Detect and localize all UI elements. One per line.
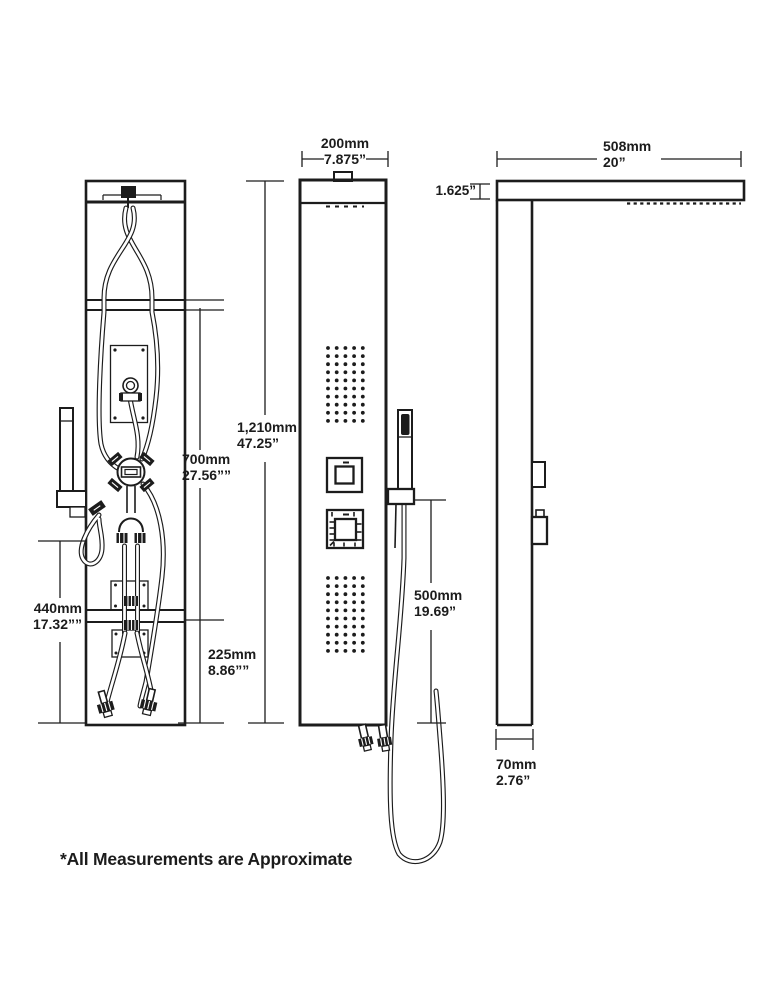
dim-lower-section-in: 8.86”” bbox=[208, 661, 250, 678]
dim-hose-drop-mm: 500mm bbox=[414, 587, 463, 603]
dim-panel-height-in: 47.25” bbox=[237, 434, 280, 451]
dim-hand-shower-height-mm: 440mm bbox=[33, 600, 82, 616]
dim-hose-drop: 500mm 19.69” bbox=[414, 587, 463, 619]
dim-head-thickness-in: 1.625” bbox=[435, 183, 476, 198]
side-knob-profile bbox=[531, 461, 546, 488]
dim-panel-height-mm: 1,210mm bbox=[237, 419, 297, 435]
front-supply-fitting-left bbox=[357, 723, 374, 752]
check-valve bbox=[119, 377, 142, 402]
back-view bbox=[56, 179, 224, 727]
hand-shower-profile bbox=[56, 407, 106, 518]
mounting-plate-upper bbox=[109, 344, 149, 424]
outlet-manifold bbox=[107, 486, 152, 702]
dim-upper-section-in: 27.56”” bbox=[182, 466, 232, 483]
diverter-valve bbox=[107, 451, 155, 493]
dim-front-width: 200mm 7.875” bbox=[300, 135, 390, 167]
mounting-plate-middle bbox=[110, 580, 149, 611]
hand-shower[interactable] bbox=[386, 409, 443, 862]
side-view bbox=[495, 179, 746, 727]
dim-panel-depth-mm: 70mm bbox=[496, 756, 537, 772]
dim-hand-shower-height-in: 17.32”” bbox=[32, 615, 82, 632]
temperature-knob[interactable] bbox=[325, 508, 365, 550]
dim-panel-depth-in: 2.76” bbox=[496, 771, 531, 788]
dim-head-width: 508mm 20” bbox=[603, 138, 652, 170]
top-inlet-connector bbox=[121, 186, 136, 198]
front-view bbox=[298, 171, 443, 862]
hand-shower-bracket bbox=[386, 487, 416, 506]
dim-lower-section: 225mm 8.86”” bbox=[208, 646, 257, 678]
supply-fitting-left bbox=[96, 689, 115, 719]
front-supply-fitting-right bbox=[377, 723, 393, 752]
diverter-knob[interactable] bbox=[325, 456, 364, 494]
dim-head-thickness: 1.625” bbox=[414, 183, 476, 199]
measurements-footnote: *All Measurements are Approximate bbox=[60, 849, 353, 869]
dim-panel-height: 1,210mm 47.25” bbox=[237, 419, 297, 451]
lower-jets-group bbox=[326, 576, 365, 653]
dim-front-width-in: 7.875” bbox=[323, 150, 367, 167]
dim-upper-section-mm: 700mm bbox=[182, 451, 231, 467]
supply-fitting-right bbox=[139, 687, 158, 717]
dim-hose-drop-in: 19.69” bbox=[414, 602, 457, 619]
dim-upper-section: 700mm 27.56”” bbox=[182, 451, 232, 483]
upper-jets-group bbox=[326, 346, 365, 423]
side-holder-profile bbox=[530, 515, 549, 546]
hand-shower-face bbox=[401, 414, 410, 435]
shower-head-arm bbox=[495, 179, 746, 202]
dim-lower-section-mm: 225mm bbox=[208, 646, 257, 662]
dim-head-width-in: 20” bbox=[603, 153, 626, 170]
dimension-lines bbox=[38, 151, 742, 750]
dim-panel-depth: 70mm 2.76” bbox=[496, 756, 537, 788]
dim-hand-shower-height: 440mm 17.32”” bbox=[30, 600, 82, 632]
dim-head-width-mm: 508mm bbox=[603, 138, 652, 154]
dim-front-width-mm: 200mm bbox=[320, 135, 370, 151]
